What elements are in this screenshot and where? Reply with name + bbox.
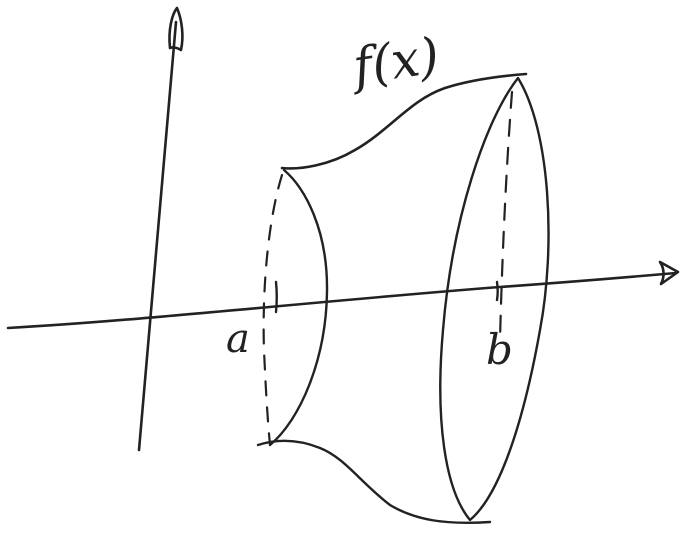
right-disk [439, 76, 550, 522]
tick-b [495, 280, 499, 302]
function-curve [280, 72, 528, 170]
tick-a [274, 280, 278, 314]
left-disk-hidden-edge [262, 173, 284, 447]
y-axis [137, 6, 184, 452]
y-axis-arrowhead [168, 6, 184, 52]
upper-bound-label: b [486, 325, 513, 374]
left-disk [262, 168, 329, 447]
x-axis-arrowhead [658, 260, 680, 286]
right-disk-hidden-edge [498, 90, 514, 342]
lower-bound-label: a [226, 316, 250, 362]
bottom-surface-curve [256, 439, 492, 525]
x-axis [6, 260, 680, 330]
function-label: f(x) [346, 27, 443, 97]
